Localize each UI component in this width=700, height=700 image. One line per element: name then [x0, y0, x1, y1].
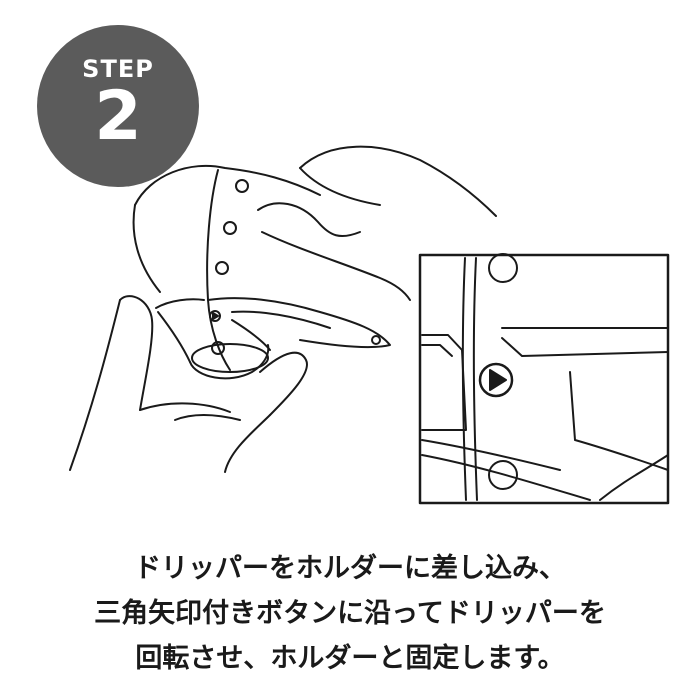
- left-hand: [69, 295, 308, 473]
- dripper: [155, 298, 271, 380]
- triangle-arrow-icon: [489, 369, 507, 391]
- holder-body: [132, 164, 391, 371]
- instruction-line: 三角矢印付きボタンに沿ってドリッパーを: [94, 598, 606, 629]
- zoom-inset: [418, 253, 670, 505]
- right-hand: [257, 145, 497, 301]
- instruction-line: ドリッパーをホルダーに差し込み、: [134, 553, 566, 584]
- step-badge: STEP 2: [37, 25, 199, 187]
- instruction-line: 回転させ、ホルダーと固定します。: [135, 643, 565, 674]
- instruction-text: ドリッパーをホルダーに差し込み、 三角矢印付きボタンに沿ってドリッパーを 回転さ…: [20, 546, 680, 681]
- step-number: 2: [94, 77, 142, 156]
- step-label: STEP: [82, 55, 154, 83]
